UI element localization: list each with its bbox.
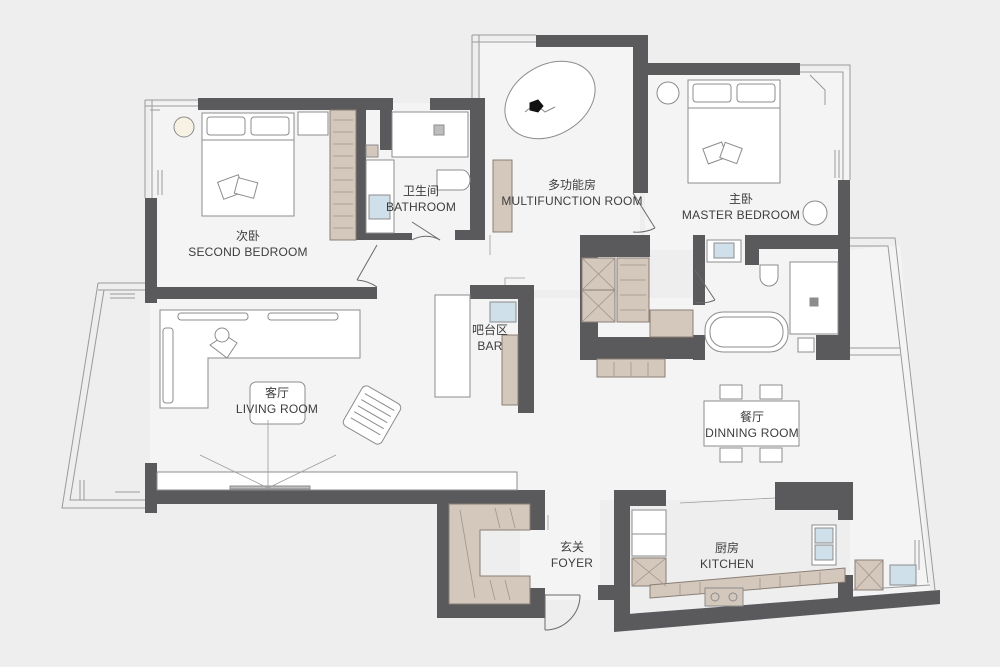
foyer-en: FOYER bbox=[550, 555, 594, 570]
window-frames bbox=[61, 34, 936, 591]
room-label-bathroom: 卫生间 BATHROOM bbox=[386, 184, 456, 215]
kitchen-en: KITCHEN bbox=[699, 556, 755, 571]
living-room-en: LIVING ROOM bbox=[235, 401, 319, 416]
master-bedroom-en: MASTER BEDROOM bbox=[681, 207, 801, 222]
second-bedroom-cn: 次卧 bbox=[235, 229, 261, 243]
accent-chair bbox=[342, 385, 402, 445]
thin-lines bbox=[199, 235, 776, 530]
foyer-cn: 玄关 bbox=[559, 540, 584, 554]
dining-table bbox=[703, 400, 800, 447]
room-label-living-room: 客厅 LIVING ROOM bbox=[236, 386, 318, 417]
furniture bbox=[156, 60, 917, 607]
sofa bbox=[159, 309, 361, 409]
kitchen-cn: 厨房 bbox=[714, 541, 740, 555]
multifunction-cn: 多功能房 bbox=[547, 178, 596, 192]
bar-counter bbox=[434, 294, 471, 398]
lamp-icon bbox=[173, 116, 195, 138]
sink-icon bbox=[368, 194, 391, 220]
room-label-kitchen: 厨房 KITCHEN bbox=[700, 541, 754, 572]
room-label-bar: 吧台区 BAR bbox=[472, 323, 508, 354]
dining-room-en: DINNING ROOM bbox=[705, 425, 799, 440]
room-label-dining-room: 餐厅 DINNING ROOM bbox=[705, 410, 799, 441]
room-label-multifunction: 多功能房 MULTIFUNCTION ROOM bbox=[501, 178, 642, 209]
master-bedroom-cn: 主卧 bbox=[728, 192, 753, 206]
second-bedroom-en: SECOND BEDROOM bbox=[188, 244, 308, 259]
dining-room-cn: 餐厅 bbox=[739, 410, 765, 424]
chaise-lounge bbox=[504, 60, 596, 140]
bathroom-en: BATHROOM bbox=[385, 199, 457, 214]
bar-cn: 吧台区 bbox=[471, 323, 509, 337]
bathroom-cn: 卫生间 bbox=[402, 184, 440, 198]
doors bbox=[356, 192, 716, 631]
room-label-master-bedroom: 主卧 MASTER BEDROOM bbox=[682, 192, 800, 223]
coffee-table bbox=[249, 381, 306, 425]
tv-console bbox=[156, 471, 518, 491]
cabinet-hatching bbox=[333, 119, 884, 601]
walls bbox=[145, 35, 940, 632]
multifunction-en: MULTIFUNCTION ROOM bbox=[501, 193, 643, 208]
living-room-cn: 客厅 bbox=[264, 386, 289, 400]
room-label-second-bedroom: 次卧 SECOND BEDROOM bbox=[188, 229, 307, 260]
bar-en: BAR bbox=[477, 338, 503, 353]
room-label-foyer: 玄关 FOYER bbox=[551, 540, 593, 571]
